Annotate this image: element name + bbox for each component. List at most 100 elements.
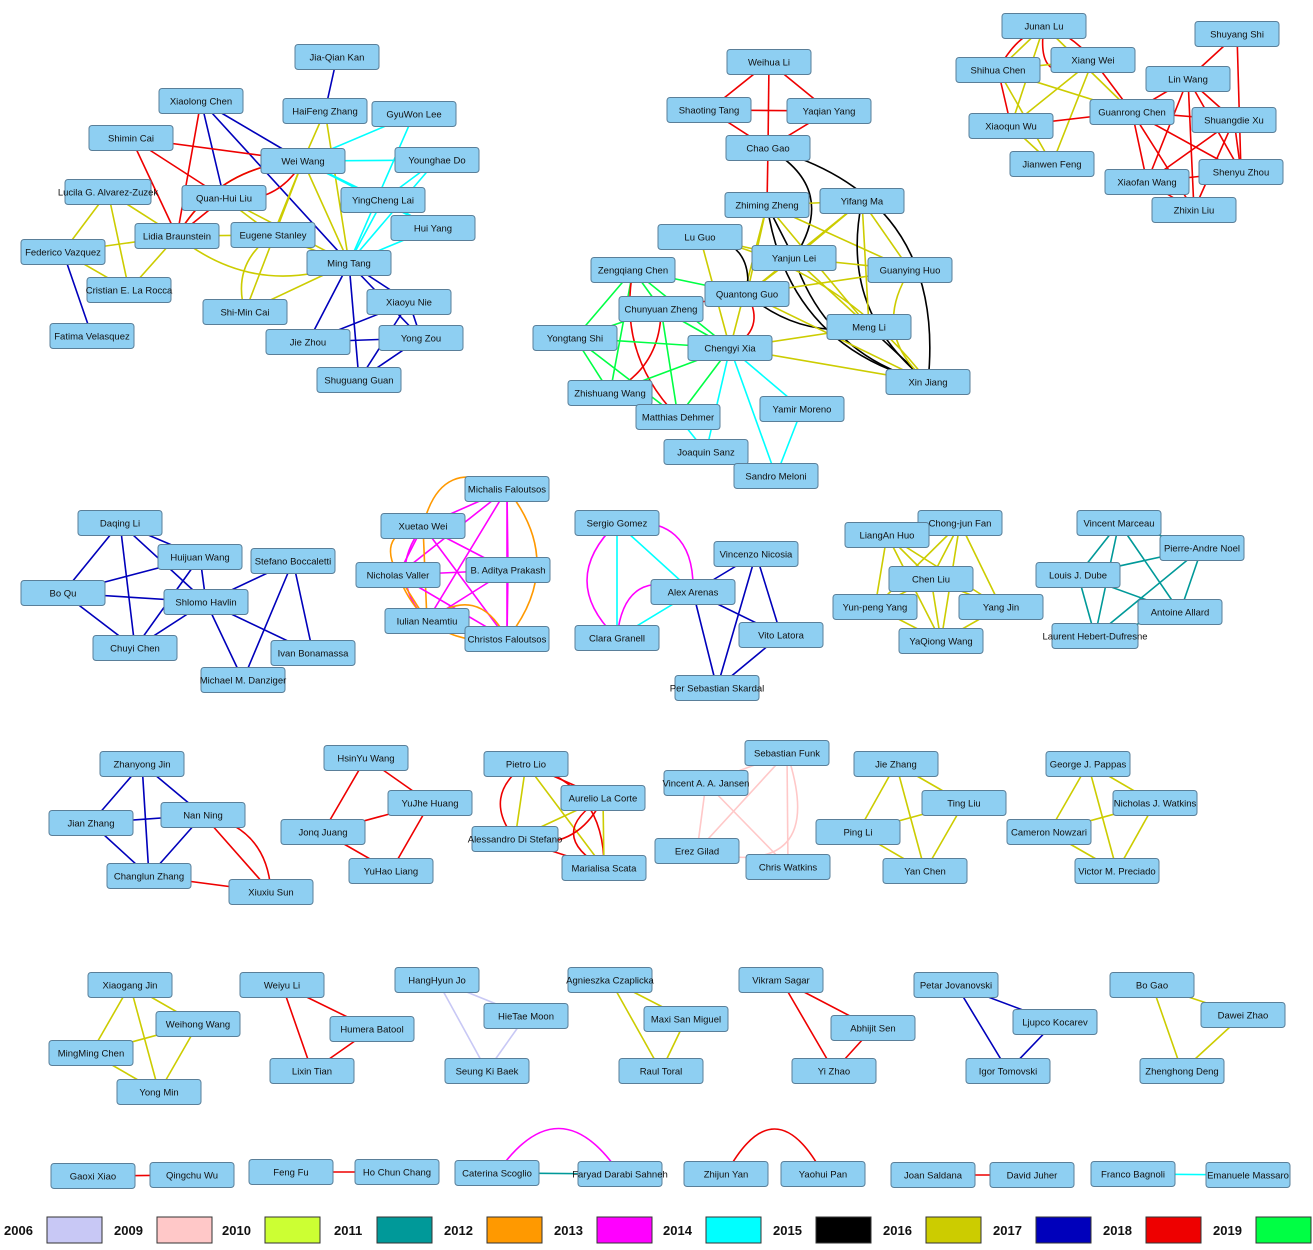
author-node-lk[interactable]: Ljupco Kocarev	[1012, 1009, 1098, 1035]
author-node-hhj[interactable]: HangHyun Jo	[394, 967, 480, 993]
author-node-vl[interactable]: Vito Latora	[738, 622, 824, 648]
author-node-dwz[interactable]: Dawei Zhao	[1200, 1002, 1286, 1028]
author-node-ym[interactable]: Yamir Moreno	[759, 396, 845, 422]
author-node-ads[interactable]: Alessandro Di Stefano	[468, 826, 563, 852]
author-node-es[interactable]: Eugene Stanley	[230, 222, 316, 248]
author-node-cw[interactable]: Chris Watkins	[745, 854, 831, 880]
author-node-in[interactable]: Iulian Neamtiu	[384, 608, 470, 634]
author-node-jzh[interactable]: Jian Zhang	[48, 810, 134, 836]
author-node-ww[interactable]: Wei Wang	[260, 148, 346, 174]
author-node-ib[interactable]: Ivan Bonamassa	[270, 640, 356, 666]
author-node-shc[interactable]: Shihua Chen	[955, 57, 1041, 83]
author-node-xyn[interactable]: Xiaoyu Nie	[366, 289, 452, 315]
author-node-it[interactable]: Igor Tomovski	[965, 1058, 1051, 1084]
author-node-lw[interactable]: Lin Wang	[1145, 66, 1231, 92]
author-node-acs[interactable]: Aurelio La Corte	[560, 785, 646, 811]
author-node-js[interactable]: Joaquin Sanz	[663, 439, 749, 465]
author-node-ml[interactable]: Meng Li	[826, 314, 912, 340]
author-node-xgj[interactable]: Xiaogang Jin	[87, 972, 173, 998]
author-node-lah[interactable]: LiangAn Huo	[844, 522, 930, 548]
author-node-yzh[interactable]: Yi Zhao	[791, 1058, 877, 1084]
author-node-sm[interactable]: Sandro Meloni	[733, 463, 819, 489]
author-node-zy[interactable]: Zhijun Yan	[683, 1161, 769, 1187]
author-node-ms[interactable]: Marialisa Scata	[561, 855, 647, 881]
author-node-zmz[interactable]: Zhiming Zheng	[724, 192, 810, 218]
author-node-bap[interactable]: B. Aditya Prakash	[465, 557, 551, 583]
author-node-fds[interactable]: Faryad Darabi Sahneh	[572, 1161, 668, 1187]
author-node-cgr[interactable]: Clara Granell	[574, 625, 660, 651]
author-node-yjl[interactable]: Yanjun Lei	[751, 245, 837, 271]
author-node-lhd[interactable]: Laurent Hebert-Dufresne	[1042, 623, 1148, 649]
author-node-xj[interactable]: Xin Jiang	[885, 369, 971, 395]
author-node-vmp[interactable]: Victor M. Preciado	[1074, 858, 1160, 884]
author-node-yj[interactable]: Yang Jin	[958, 594, 1044, 620]
author-node-zyj[interactable]: Zhanyong Jin	[99, 751, 185, 777]
author-node-cc[interactable]: Chuyi Chen	[92, 635, 178, 661]
author-node-zsw[interactable]: Zhishuang Wang	[567, 380, 653, 406]
author-node-whw[interactable]: Weihong Wang	[155, 1011, 241, 1037]
author-node-bq[interactable]: Bo Qu	[20, 580, 106, 606]
author-node-md[interactable]: Matthias Dehmer	[635, 404, 721, 430]
author-node-cx[interactable]: Chengyi Xia	[687, 335, 773, 361]
author-node-yhl[interactable]: YuHao Liang	[348, 858, 434, 884]
author-node-hfz[interactable]: HaiFeng Zhang	[282, 98, 368, 124]
author-node-yp[interactable]: Yaohui Pan	[780, 1161, 866, 1187]
author-node-smc[interactable]: Shimin Cai	[88, 125, 174, 151]
author-node-xlc[interactable]: Xiaolong Chen	[158, 88, 244, 114]
author-node-zxl[interactable]: Zhixin Liu	[1151, 197, 1237, 223]
author-node-lg[interactable]: Lu Guo	[657, 224, 743, 250]
author-node-skb[interactable]: Seung Ki Baek	[444, 1058, 530, 1084]
author-node-cel[interactable]: Cristian E. La Rocca	[86, 277, 173, 303]
author-node-jl[interactable]: Junan Lu	[1001, 13, 1087, 39]
author-node-aal[interactable]: Antoine Allard	[1137, 599, 1223, 625]
author-node-yz[interactable]: Yong Zou	[378, 325, 464, 351]
author-node-grc[interactable]: Guanrong Chen	[1089, 99, 1175, 125]
author-node-em[interactable]: Emanuele Massaro	[1205, 1162, 1291, 1188]
author-node-ycl[interactable]: YingCheng Lai	[340, 187, 426, 213]
author-node-hyw[interactable]: HsinYu Wang	[323, 745, 409, 771]
author-node-njw[interactable]: Nicholas J. Watkins	[1112, 790, 1198, 816]
author-node-hcc[interactable]: Ho Chun Chang	[354, 1159, 440, 1185]
author-node-xs[interactable]: Xiuxiu Sun	[228, 879, 314, 905]
author-node-fb[interactable]: Franco Bagnoli	[1090, 1161, 1176, 1187]
author-node-sdx[interactable]: Shuangdie Xu	[1191, 107, 1277, 133]
author-node-nv[interactable]: Nicholas Valler	[355, 562, 441, 588]
author-node-fvel[interactable]: Fatima Velasquez	[49, 323, 135, 349]
author-node-dql[interactable]: Daqing Li	[77, 510, 163, 536]
author-node-yqw[interactable]: YaQiong Wang	[898, 628, 984, 654]
author-node-cl[interactable]: Chen Liu	[888, 566, 974, 592]
author-node-dj[interactable]: David Juher	[989, 1162, 1075, 1188]
author-node-ssh[interactable]: Shuyang Shi	[1194, 21, 1280, 47]
author-node-syz[interactable]: Shenyu Zhou	[1198, 159, 1284, 185]
author-node-yc[interactable]: Yan Chen	[882, 858, 968, 884]
author-node-nn[interactable]: Nan Ning	[160, 802, 246, 828]
author-node-yjh[interactable]: YuJhe Huang	[387, 790, 473, 816]
author-node-xfw[interactable]: Xiaofan Wang	[1104, 169, 1190, 195]
author-node-lga[interactable]: Lucila G. Alvarez-Zuzek	[58, 179, 159, 205]
author-node-bg[interactable]: Bo Gao	[1109, 972, 1195, 998]
author-node-eg[interactable]: Erez Gilad	[654, 838, 740, 864]
author-node-jj[interactable]: Jonq Juang	[280, 819, 366, 845]
author-node-vnic[interactable]: Vincenzo Nicosia	[713, 541, 799, 567]
author-node-jz[interactable]: Jie Zhou	[265, 329, 351, 355]
author-node-jqk[interactable]: Jia-Qian Kan	[294, 44, 380, 70]
author-node-gjp[interactable]: George J. Pappas	[1045, 751, 1131, 777]
author-node-ymn[interactable]: Yong Min	[116, 1079, 202, 1105]
author-node-zqc[interactable]: Zengqiang Chen	[590, 257, 676, 283]
author-node-whl[interactable]: Weihua Li	[726, 49, 812, 75]
author-node-rt[interactable]: Raul Toral	[618, 1058, 704, 1084]
author-node-js2[interactable]: Joan Saldana	[890, 1162, 976, 1188]
author-node-mmc[interactable]: MingMing Chen	[48, 1040, 134, 1066]
author-node-vm[interactable]: Vincent Marceau	[1076, 510, 1162, 536]
author-node-xw[interactable]: Xiang Wei	[1050, 47, 1136, 73]
author-node-smcai[interactable]: Shi-Min Cai	[202, 299, 288, 325]
author-node-sht[interactable]: Shaoting Tang	[666, 97, 752, 123]
author-node-htm[interactable]: HieTae Moon	[483, 1003, 569, 1029]
author-node-sgz[interactable]: Sergio Gomez	[574, 510, 660, 536]
author-node-csc[interactable]: Caterina Scoglio	[454, 1160, 540, 1186]
author-node-gx[interactable]: Gaoxi Xiao	[50, 1163, 136, 1189]
author-node-mt[interactable]: Ming Tang	[306, 250, 392, 276]
author-node-yd[interactable]: Younghae Do	[394, 147, 480, 173]
author-node-jiz[interactable]: Jie Zhang	[853, 751, 939, 777]
author-node-xqw[interactable]: Xiaoqun Wu	[968, 113, 1054, 139]
